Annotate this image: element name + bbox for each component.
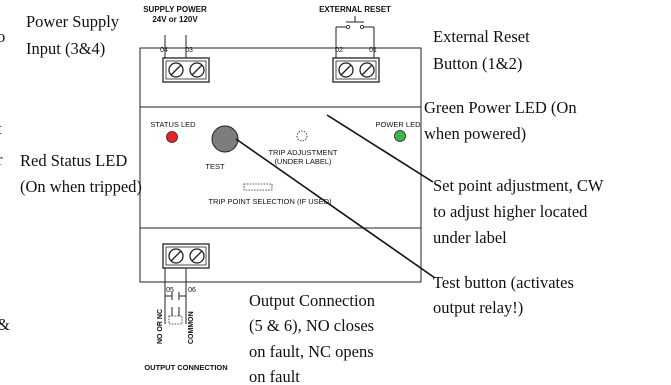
callout-green-led: Green Power LED (On — [424, 98, 577, 117]
terminal-screw-icon — [168, 248, 184, 264]
push-button-icon — [335, 16, 375, 58]
terminal-screw-icon — [189, 248, 205, 264]
terminal-screw-icon — [338, 62, 354, 78]
trip-adjustment-label: TRIP ADJUSTMENT — [268, 148, 337, 157]
trip-point-dip-switch[interactable] — [243, 183, 273, 191]
relay-device — [139, 47, 422, 283]
callout-set-point-line2: to adjust higher located — [433, 202, 588, 221]
power-led — [394, 130, 406, 142]
callout-output-line2: (5 & 6), NO closes — [249, 316, 374, 335]
callout-red-led: Red Status LED — [20, 151, 127, 170]
reset-terminal-block: EXTERNAL RESET 02 01 — [319, 5, 391, 83]
front-panel: STATUS LED TEST TRIP ADJUSTMENT (UNDER L… — [150, 120, 421, 206]
no-or-nc-label: NO OR NC — [157, 309, 164, 344]
callout-external-reset: External Reset — [433, 27, 530, 46]
callout-green-led-detail: when powered) — [424, 124, 526, 143]
output-connection-label: OUTPUT CONNECTION — [144, 363, 227, 372]
terminal-03-label: 03 — [185, 47, 193, 54]
callout-output-line4: on fault — [249, 367, 300, 385]
output-terminal-block: 05 06 NO OR NC COMMON OUTPUT CONNECTION — [144, 243, 228, 372]
device-housing — [139, 47, 422, 283]
under-label-note: (UNDER LABEL) — [274, 157, 332, 166]
terminal-05-label: 05 — [166, 287, 174, 294]
test-label: TEST — [205, 162, 225, 171]
trip-point-selection-label: TRIP POINT SELECTION (IF USED) — [208, 197, 332, 206]
callout-output: Output Connection — [249, 291, 375, 310]
status-led-label: STATUS LED — [150, 120, 196, 129]
callout-red-led-detail: (On when tripped) — [20, 177, 142, 196]
edge-fragment-o: o — [0, 27, 5, 46]
terminal-01-label: 01 — [369, 47, 377, 54]
leader-line-set-point — [326, 114, 434, 183]
callouts: Power Supply Input (3&4) External Reset … — [20, 12, 604, 385]
leader-lines — [235, 114, 436, 279]
terminal-02-label: 02 — [335, 47, 343, 54]
callout-set-point-line3: under label — [433, 228, 507, 247]
status-led — [166, 131, 178, 143]
leader-line-test-button — [235, 138, 436, 279]
callout-test-button-line2: output relay!) — [433, 298, 523, 317]
terminal-06-label: 06 — [188, 287, 196, 294]
terminal-screw-icon — [359, 62, 375, 78]
callout-test-button: Test button (activates — [433, 273, 574, 292]
external-reset-title: EXTERNAL RESET — [319, 5, 391, 14]
supply-power-title: SUPPLY POWER — [143, 5, 207, 14]
relay-contact-icon — [164, 292, 187, 325]
callout-output-line3: on fault, NC opens — [249, 342, 374, 361]
callout-power-supply: Power Supply — [26, 12, 120, 31]
supply-terminal-block: SUPPLY POWER 24V or 120V 04 03 — [143, 5, 210, 83]
edge-fragment-r: r — [0, 150, 3, 169]
trip-adjustment-pot[interactable] — [296, 130, 308, 142]
power-led-label: POWER LED — [375, 120, 421, 129]
callout-external-reset-terminals: Button (1&2) — [433, 54, 522, 73]
terminal-screw-icon — [168, 62, 184, 78]
edge-fragment-t: t — [0, 119, 2, 138]
common-label: COMMON — [188, 311, 195, 344]
supply-voltage-label: 24V or 120V — [152, 15, 198, 24]
edge-fragment-amp: & — [0, 315, 10, 334]
terminal-screw-icon — [189, 62, 205, 78]
callout-set-point: Set point adjustment, CW — [433, 176, 604, 195]
callout-power-supply-terminals: Input (3&4) — [26, 39, 105, 58]
terminal-04-label: 04 — [160, 47, 168, 54]
test-button[interactable] — [211, 125, 239, 153]
